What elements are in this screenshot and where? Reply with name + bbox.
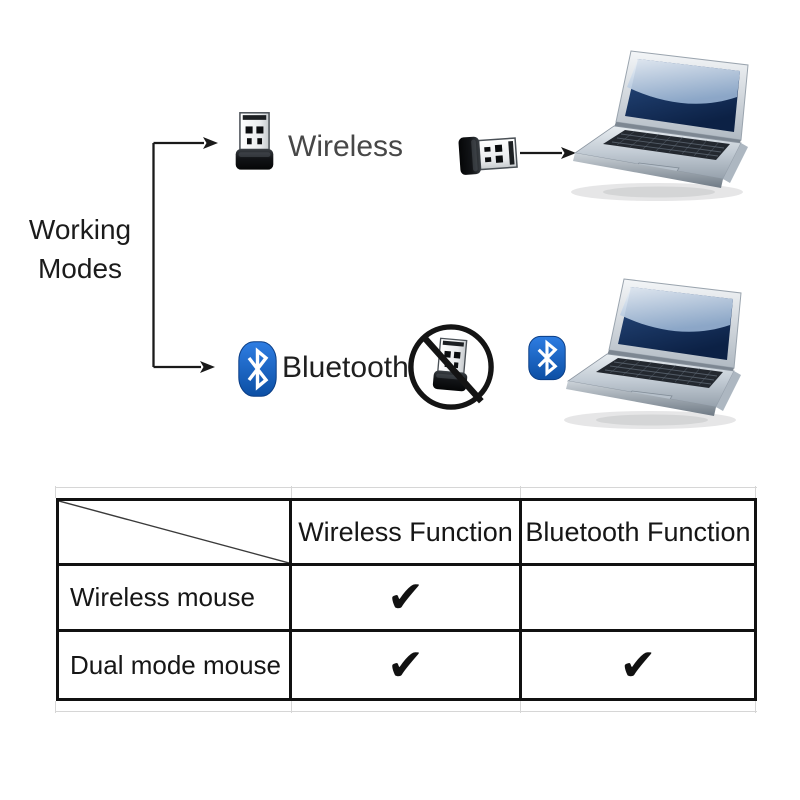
corner-diagonal-line: [59, 501, 289, 563]
row-header-wireless-mouse: Wireless mouse: [59, 566, 292, 632]
branch-connector-arrows: [152, 137, 218, 373]
gridline-stub: [291, 701, 292, 713]
laptop-icon-wireless: [570, 50, 749, 202]
working-modes-title-line2: Modes: [37, 253, 123, 284]
bluetooth-logo-icon-small: [528, 335, 566, 381]
gridline-stub: [755, 486, 756, 498]
no-usb-receiver-icon: [408, 324, 494, 410]
gridline-stub: [520, 486, 521, 498]
right-arrow-icon: [520, 147, 576, 159]
wireless-mouse-wireless-check: ✔: [292, 566, 522, 632]
gridline-stub: [56, 711, 757, 712]
dual-mode-mouse-bluetooth-check: ✔: [619, 639, 657, 691]
table-corner-cell: [59, 501, 292, 566]
wireless-mouse-bluetooth-check: [522, 566, 754, 632]
laptop-icon-bluetooth: [563, 278, 742, 430]
column-header-bluetooth-function: Bluetooth Function: [522, 501, 754, 566]
gridline-stub: [56, 487, 757, 488]
gridline-stub: [55, 701, 56, 713]
working-modes-title: Working Modes: [14, 210, 146, 288]
gridline-stub: [291, 486, 292, 498]
gridline-stub: [520, 701, 521, 713]
bluetooth-mode-label: Bluetooth: [282, 351, 409, 384]
usb-receiver-icon: [234, 112, 275, 171]
row-header-dual-mode-mouse: Dual mode mouse: [59, 632, 292, 698]
bluetooth-logo-icon: [238, 341, 277, 397]
gridline-stub: [55, 486, 56, 498]
wireless-mode-label: Wireless: [288, 130, 404, 163]
gridline-stub: [755, 701, 756, 713]
function-comparison-table: Wireless Function Bluetooth Function Wir…: [56, 498, 757, 701]
usb-receiver-horizontal-icon: [457, 133, 519, 176]
dual-mode-mouse-wireless-check: ✔: [292, 632, 522, 698]
working-modes-title-line1: Working: [28, 214, 132, 245]
column-header-wireless-function: Wireless Function: [292, 501, 522, 566]
